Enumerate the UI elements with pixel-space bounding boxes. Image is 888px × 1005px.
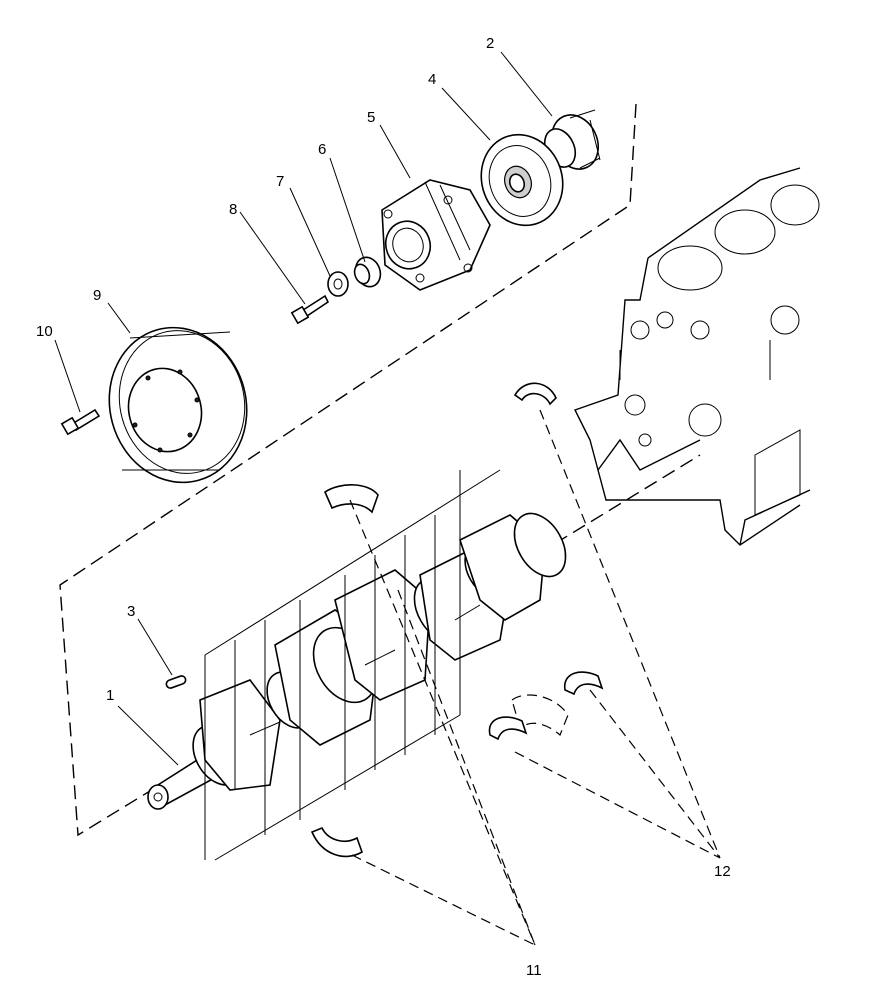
callout-12: 12: [714, 863, 731, 880]
key-part-3: [165, 675, 187, 689]
timing-gear-part-4: [480, 133, 564, 227]
callout-10: 10: [36, 323, 53, 340]
callout-11: 11: [526, 962, 542, 979]
collar-part-6: [353, 256, 382, 288]
callout-9: 9: [93, 287, 101, 304]
callout-7: 7: [276, 173, 284, 190]
washer-part-7: [327, 271, 349, 297]
hub-part-5: [381, 179, 491, 291]
callout-5: 5: [367, 109, 375, 126]
leader-lines: [54, 51, 721, 946]
engine-block: [574, 167, 820, 546]
callout-3: 3: [127, 603, 135, 620]
pulley-part-9: [108, 326, 248, 484]
crankshaft-part-1: [147, 512, 567, 810]
callout-4: 4: [428, 71, 436, 88]
bolt-part-8: [290, 294, 330, 325]
bolt-part-10: [60, 408, 101, 436]
callout-1: 1: [106, 687, 114, 704]
callout-2: 2: [486, 35, 494, 52]
thrust-washer-part-12: [488, 382, 604, 741]
main-bearing-part-11: [310, 484, 569, 858]
callout-labels: 1 2 3 4 5 6 7 8 9 10 11 12: [36, 35, 731, 979]
callout-8: 8: [229, 201, 237, 218]
isometric-frame: [204, 469, 501, 861]
callout-6: 6: [318, 141, 326, 158]
assembly-boundary: [59, 103, 701, 837]
